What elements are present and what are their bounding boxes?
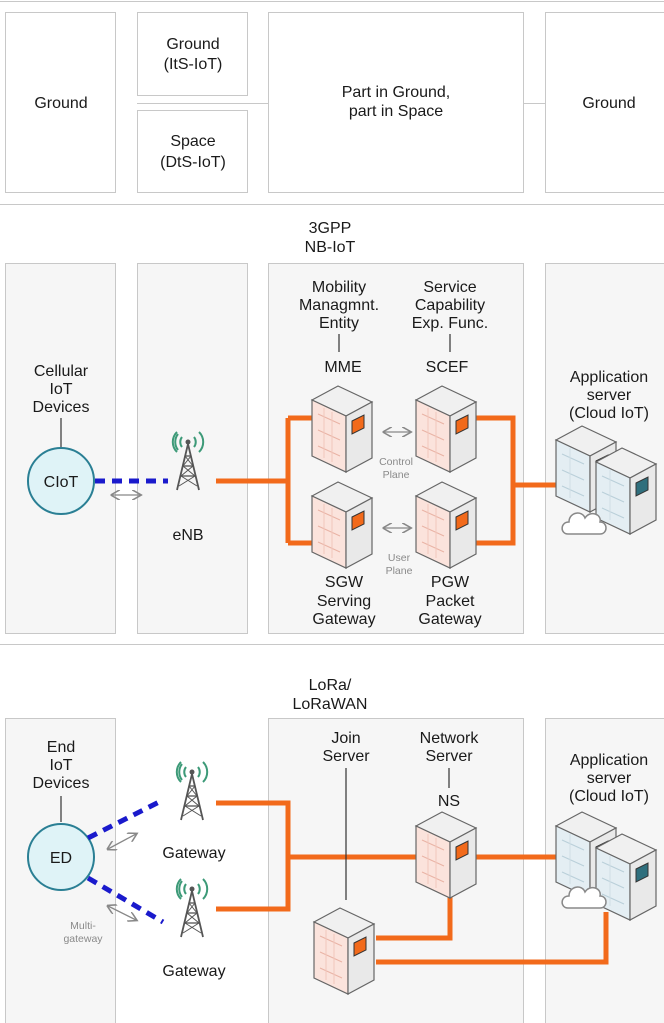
ns-label: NS <box>438 793 460 810</box>
ciot-devices-1: Cellular <box>34 363 89 380</box>
lora-core-column <box>268 718 524 1023</box>
its-iot-label: (ItS-IoT) <box>164 56 223 73</box>
gateway-tower-icon-1 <box>175 761 209 821</box>
user-plane-2: Plane <box>386 565 413 577</box>
ed-node-label: ED <box>50 850 72 867</box>
lora-arrow-1 <box>108 834 136 849</box>
core-right-bus <box>476 415 516 546</box>
ciot-node <box>27 447 95 515</box>
app-label-3-lora: (Cloud IoT) <box>569 788 649 805</box>
enb-label: eNB <box>172 527 203 544</box>
mme-desc-2: Managmnt. <box>299 297 379 314</box>
lora-radio-link-2 <box>86 875 165 925</box>
ns-join-link <box>376 890 453 941</box>
app-label-1-nbiot: Application <box>570 369 648 386</box>
mme-desc-1: Mobility <box>312 279 366 296</box>
join-server-2: Server <box>322 748 370 765</box>
app-server-icon-2 <box>595 447 657 535</box>
pgw-server-icon <box>415 481 477 569</box>
join-server-1: Join <box>331 730 360 747</box>
gateway-label-1: Gateway <box>162 845 225 862</box>
lora-title-1: LoRa/ <box>309 677 352 694</box>
gateway-tower-icon-2 <box>175 878 209 938</box>
ciot-devices-2: IoT <box>49 381 72 398</box>
mixed-box <box>268 12 524 193</box>
dts-iot-label: (DtS-IoT) <box>160 154 226 171</box>
ciot-node-label: CIoT <box>44 474 79 491</box>
app-label-3-nbiot: (Cloud IoT) <box>569 405 649 422</box>
lora-title-2: LoRaWAN <box>293 696 368 713</box>
app-server-icon-4 <box>595 833 657 921</box>
multi-gateway-2: gateway <box>63 933 103 945</box>
mme-desc-3: Entity <box>319 315 359 332</box>
network-server-1: Network <box>420 730 480 747</box>
its-iot-box <box>137 12 248 96</box>
dts-iot-box <box>137 110 248 193</box>
pgw-label-1: PGW <box>431 574 470 591</box>
core-column <box>268 263 524 634</box>
pgw-label-2: Packet <box>426 593 475 610</box>
join-server-icon <box>313 907 375 995</box>
mixed-label-2: part in Space <box>349 103 443 120</box>
scef-desc-2: Capability <box>415 297 485 314</box>
lora-arrow-2 <box>108 906 136 920</box>
app-label-1-lora: Application <box>570 752 648 769</box>
mme-label: MME <box>324 359 361 376</box>
ed-node <box>27 823 95 891</box>
its-ground-label: Ground <box>166 36 219 53</box>
ground-label-left: Ground <box>34 95 87 112</box>
multi-gateway-1: Multi- <box>70 920 96 932</box>
nbiot-title-1: 3GPP <box>309 220 352 237</box>
user-plane-1: User <box>388 552 411 564</box>
ns-server-icon <box>415 811 477 899</box>
gateway-label-2: Gateway <box>162 963 225 980</box>
ed-devices-1: End <box>47 739 75 756</box>
nbiot-title-2: NB-IoT <box>305 239 356 256</box>
mixed-label-1: Part in Ground, <box>342 84 451 101</box>
scef-desc-1: Service <box>423 279 476 296</box>
control-plane-2: Plane <box>383 469 410 481</box>
ground-box-right <box>545 12 664 193</box>
pgw-label-3: Gateway <box>418 611 481 628</box>
join-app-link <box>376 912 609 965</box>
lora-radio-link-1 <box>86 797 165 841</box>
ciot-devices-3: Devices <box>33 399 90 416</box>
scef-label: SCEF <box>426 359 469 376</box>
ground-label-right: Ground <box>582 95 635 112</box>
mme-server-icon <box>311 385 373 473</box>
sgw-label-2: Serving <box>317 593 371 610</box>
sgw-label-1: SGW <box>325 574 364 591</box>
scef-desc-3: Exp. Func. <box>412 315 488 332</box>
ground-box-left <box>5 12 116 193</box>
control-plane-1: Control <box>379 456 413 468</box>
ed-devices-2: IoT <box>49 757 72 774</box>
app-label-2-lora: server <box>587 770 632 787</box>
scef-server-icon <box>415 385 477 473</box>
sgw-label-3: Gateway <box>312 611 375 628</box>
app-label-2-nbiot: server <box>587 387 632 404</box>
sgw-server-icon <box>311 481 373 569</box>
enb-column <box>137 263 248 634</box>
dts-space-label: Space <box>170 133 215 150</box>
ed-devices-3: Devices <box>33 775 90 792</box>
network-server-2: Server <box>425 748 473 765</box>
